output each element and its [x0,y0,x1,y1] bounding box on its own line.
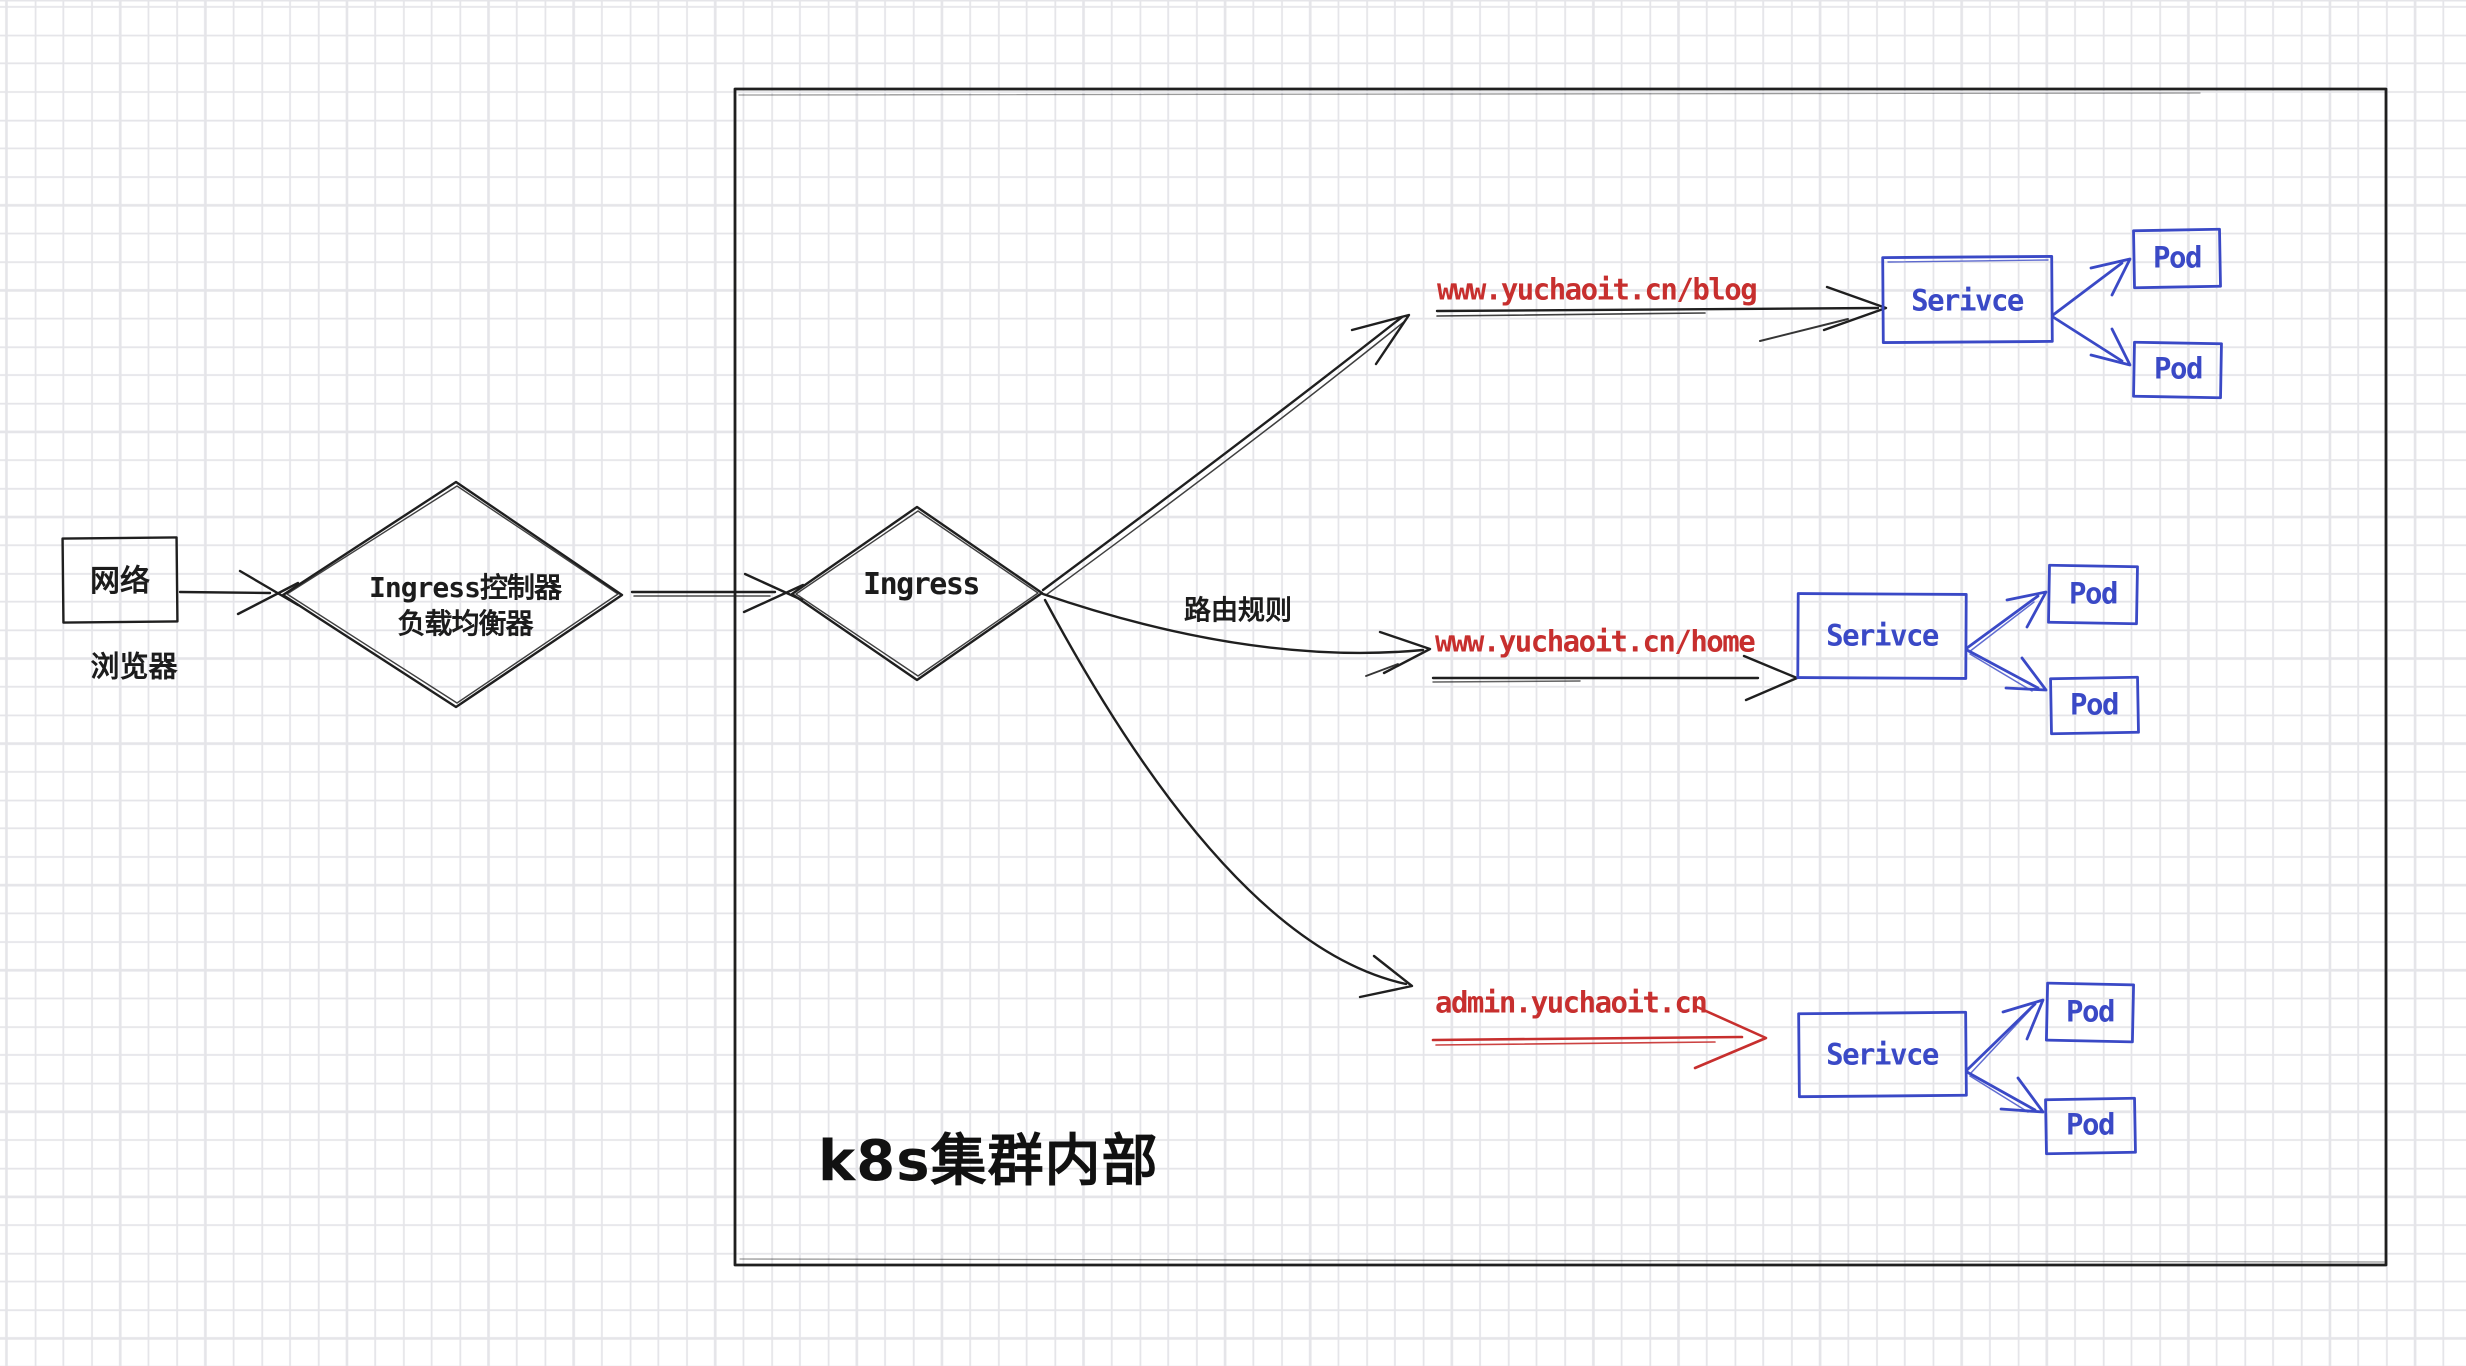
lb-diamond-shape [281,480,624,709]
service-label-home: Serivce [1826,618,1939,653]
pod-label-blog-1: Pod [2153,240,2202,275]
red-ink-group [1431,1005,1768,1070]
arrow-blog-stray [1759,318,1849,342]
pod-label-home-1: Pod [2069,576,2118,611]
lb-diamond-echo [286,485,619,704]
pod-label-admin-2: Pod [2066,1107,2115,1142]
arrow-blog-echo [1436,312,1706,317]
curve-home-stray [1365,663,1399,677]
routing-rules-label: 路由规则 [1184,595,1292,627]
browser-caption: 浏览器 [90,649,178,684]
pod-box-home-2 [2049,675,2140,736]
curve-ingress-to-home [1041,592,1425,655]
arrow-blog-shaft [1435,306,1880,313]
service-box-home [1796,592,1968,680]
fan-admin-down-head [1999,1076,2045,1114]
lb-diamond-label: Ingress控制器 负载均衡器 [368,570,562,642]
arrow-blog-head [1822,285,1888,332]
pod-box-admin-2 [2044,1096,2137,1156]
network-box-label: 网络 [90,563,150,599]
route-host-admin: admin.yuchaoit.cn [1435,985,1708,1020]
service-label-blog: Serivce [1911,283,2024,318]
curve-admin-arrowhead [1358,954,1414,999]
lb-diamond-label-line1: Ingress控制器 [368,571,562,604]
fan-home-up-echo [1968,601,2035,653]
fan-home-down-head [2004,656,2048,692]
lb-diamond-label-line2: 负载均衡器 [397,607,533,640]
cluster-boundary-echo-bottom [739,1258,2385,1263]
arrow-home-echo [1432,680,1581,683]
fan-blog-up-shaft [2051,261,2124,317]
fan-home-down-echo [1969,653,2033,692]
route-host-home: www.yuchaoit.cn/home [1435,624,1756,659]
fan-home-down-shaft [1965,648,2040,690]
network-box-shape [61,536,179,624]
fan-blog-down-shaft [2051,315,2124,363]
pod-label-home-2: Pod [2070,687,2119,722]
arrow-network-to-lb-barb2 [236,581,300,616]
black-ink-group [61,87,2388,1267]
fan-blog-up-head [2089,257,2132,297]
cluster-boundary-echo-top [738,92,2201,96]
pod-label-blog-2: Pod [2154,351,2203,386]
ingress-diamond-label: Ingress [863,566,980,602]
ingress-diamond-shape [790,505,1044,682]
curve-ingress-to-blog-echo [1045,320,1406,596]
curve-home-arrowhead [1378,630,1432,675]
fan-blog-down-head [2089,327,2132,367]
arrow-network-to-lb-shaft [178,590,272,595]
arrow-admin-shaft [1431,1035,1744,1042]
pod-box-blog-1 [2132,227,2222,290]
arrow-admin-head [1693,1005,1768,1070]
service-box-blog [1881,255,2054,344]
curve-ingress-to-admin [1043,598,1408,986]
service-label-admin: Serivce [1826,1037,1939,1072]
blue-ink-group [1796,227,2223,1156]
fan-home-up-shaft [1965,594,2040,650]
pod-box-blog-2 [2132,340,2223,400]
fan-admin-up-echo [1969,1009,2031,1075]
fan-admin-down-shaft [1965,1070,2037,1112]
service-box-admin [1797,1010,1968,1099]
ingress-diamond-echo [795,510,1039,677]
cluster-boundary-box [733,87,2388,1267]
service-box-blog-echo [1887,259,2049,263]
fan-home-up-head [2005,590,2048,629]
pod-box-home-1 [2047,563,2139,626]
pod-label-admin-1: Pod [2066,994,2115,1029]
cluster-caption: k8s集群内部 [818,1128,1159,1194]
curve-blog-arrowhead [1350,313,1411,366]
fan-admin-up-shaft [1965,1002,2037,1072]
arrow-lb-to-ingress-barb2 [742,583,805,614]
fan-admin-up-head [2001,998,2045,1041]
pod-box-admin-1 [2045,981,2135,1044]
arrow-admin-echo [1435,1041,1716,1046]
fan-admin-down-echo [1969,1075,2029,1113]
curve-ingress-to-blog [1041,315,1404,592]
route-host-blog: www.yuchaoit.cn/blog [1437,272,1758,307]
